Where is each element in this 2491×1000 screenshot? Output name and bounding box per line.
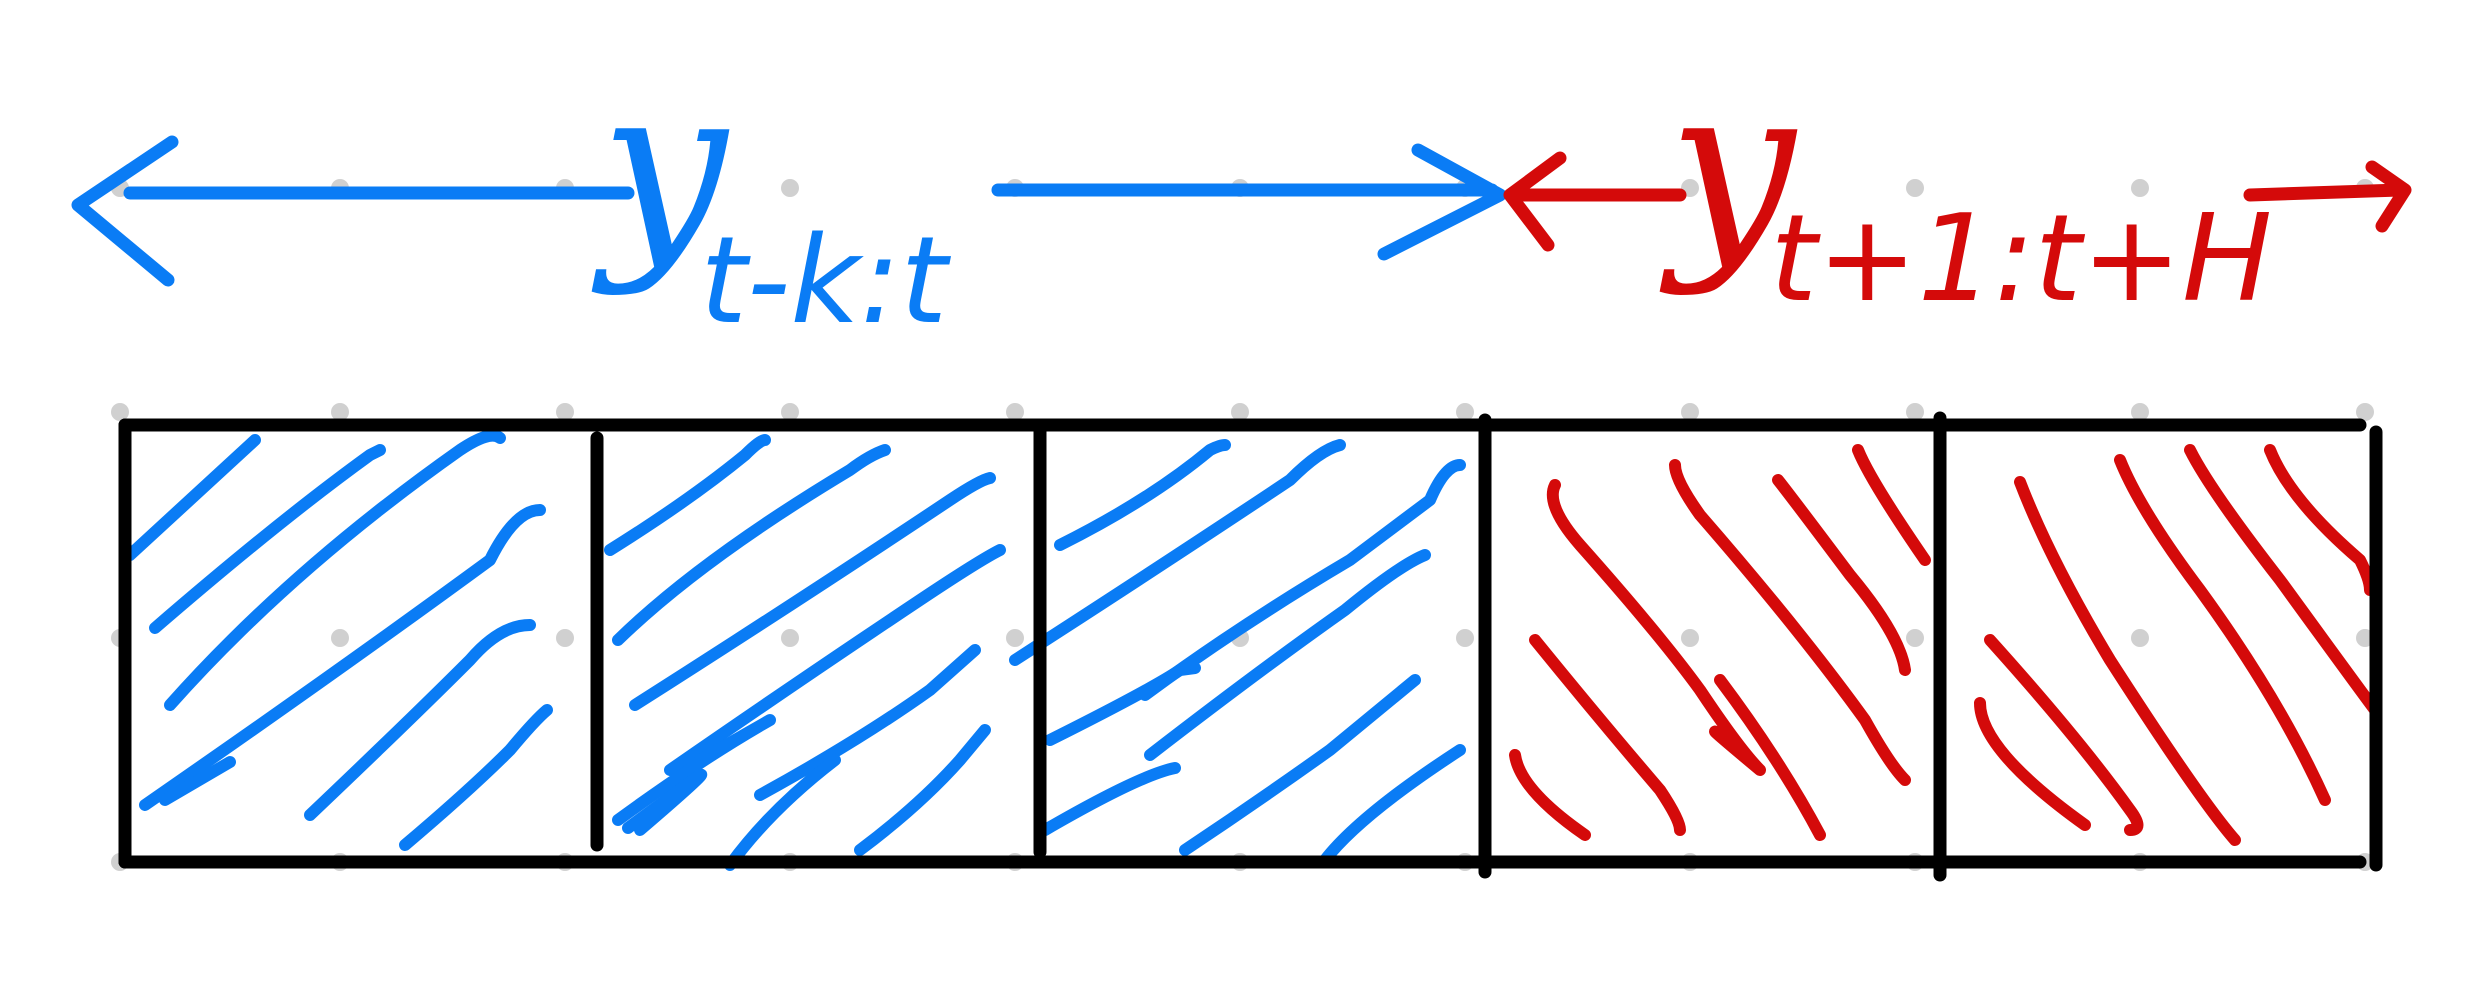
history-right-arrow bbox=[991, 143, 1507, 261]
grid-dot bbox=[331, 629, 349, 647]
history-span: y t-k:t bbox=[71, 37, 1507, 351]
grid-dot bbox=[1231, 403, 1249, 421]
forecast-left-arrow bbox=[1503, 151, 1687, 252]
grid-dot bbox=[2356, 403, 2374, 421]
box-outline bbox=[118, 411, 2383, 882]
sequence-boxes bbox=[118, 411, 2383, 882]
grid-dot bbox=[2131, 179, 2149, 197]
history-label-subscript: t-k:t bbox=[700, 212, 951, 351]
grid-dot bbox=[1906, 403, 1924, 421]
forecast-right-arrow bbox=[2243, 160, 2412, 233]
grid-dot bbox=[331, 403, 349, 421]
grid-dot bbox=[1006, 629, 1024, 647]
grid-dot bbox=[1456, 629, 1474, 647]
forecast-cell-1-hatching bbox=[1509, 444, 1931, 841]
grid-dot bbox=[2131, 403, 2149, 421]
grid-dot bbox=[1006, 403, 1024, 421]
grid-dot bbox=[781, 179, 799, 197]
grid-dot bbox=[1906, 629, 1924, 647]
grid-dot bbox=[1681, 629, 1699, 647]
grid-dot bbox=[556, 403, 574, 421]
history-cell-2-hatching bbox=[604, 434, 1006, 871]
grid-dot bbox=[781, 403, 799, 421]
grid-dot bbox=[1456, 403, 1474, 421]
forecast-cell-2-hatching bbox=[1974, 444, 2381, 846]
history-cell-1-hatching bbox=[124, 429, 553, 851]
history-label-main: y bbox=[591, 37, 730, 299]
forecast-label-subscript: t+1:t+H bbox=[1770, 190, 2272, 329]
grid-dot bbox=[2131, 629, 2149, 647]
grid-dot bbox=[1681, 403, 1699, 421]
history-cell-3-hatching bbox=[1009, 439, 1466, 866]
forecast-label-main: y bbox=[1659, 37, 1798, 299]
grid-dot bbox=[556, 629, 574, 647]
history-left-arrow bbox=[71, 135, 635, 287]
grid-dot bbox=[781, 629, 799, 647]
grid-dot bbox=[1906, 179, 1924, 197]
forecast-span: y t+1:t+H bbox=[1503, 37, 2412, 329]
grid-dot bbox=[111, 403, 129, 421]
